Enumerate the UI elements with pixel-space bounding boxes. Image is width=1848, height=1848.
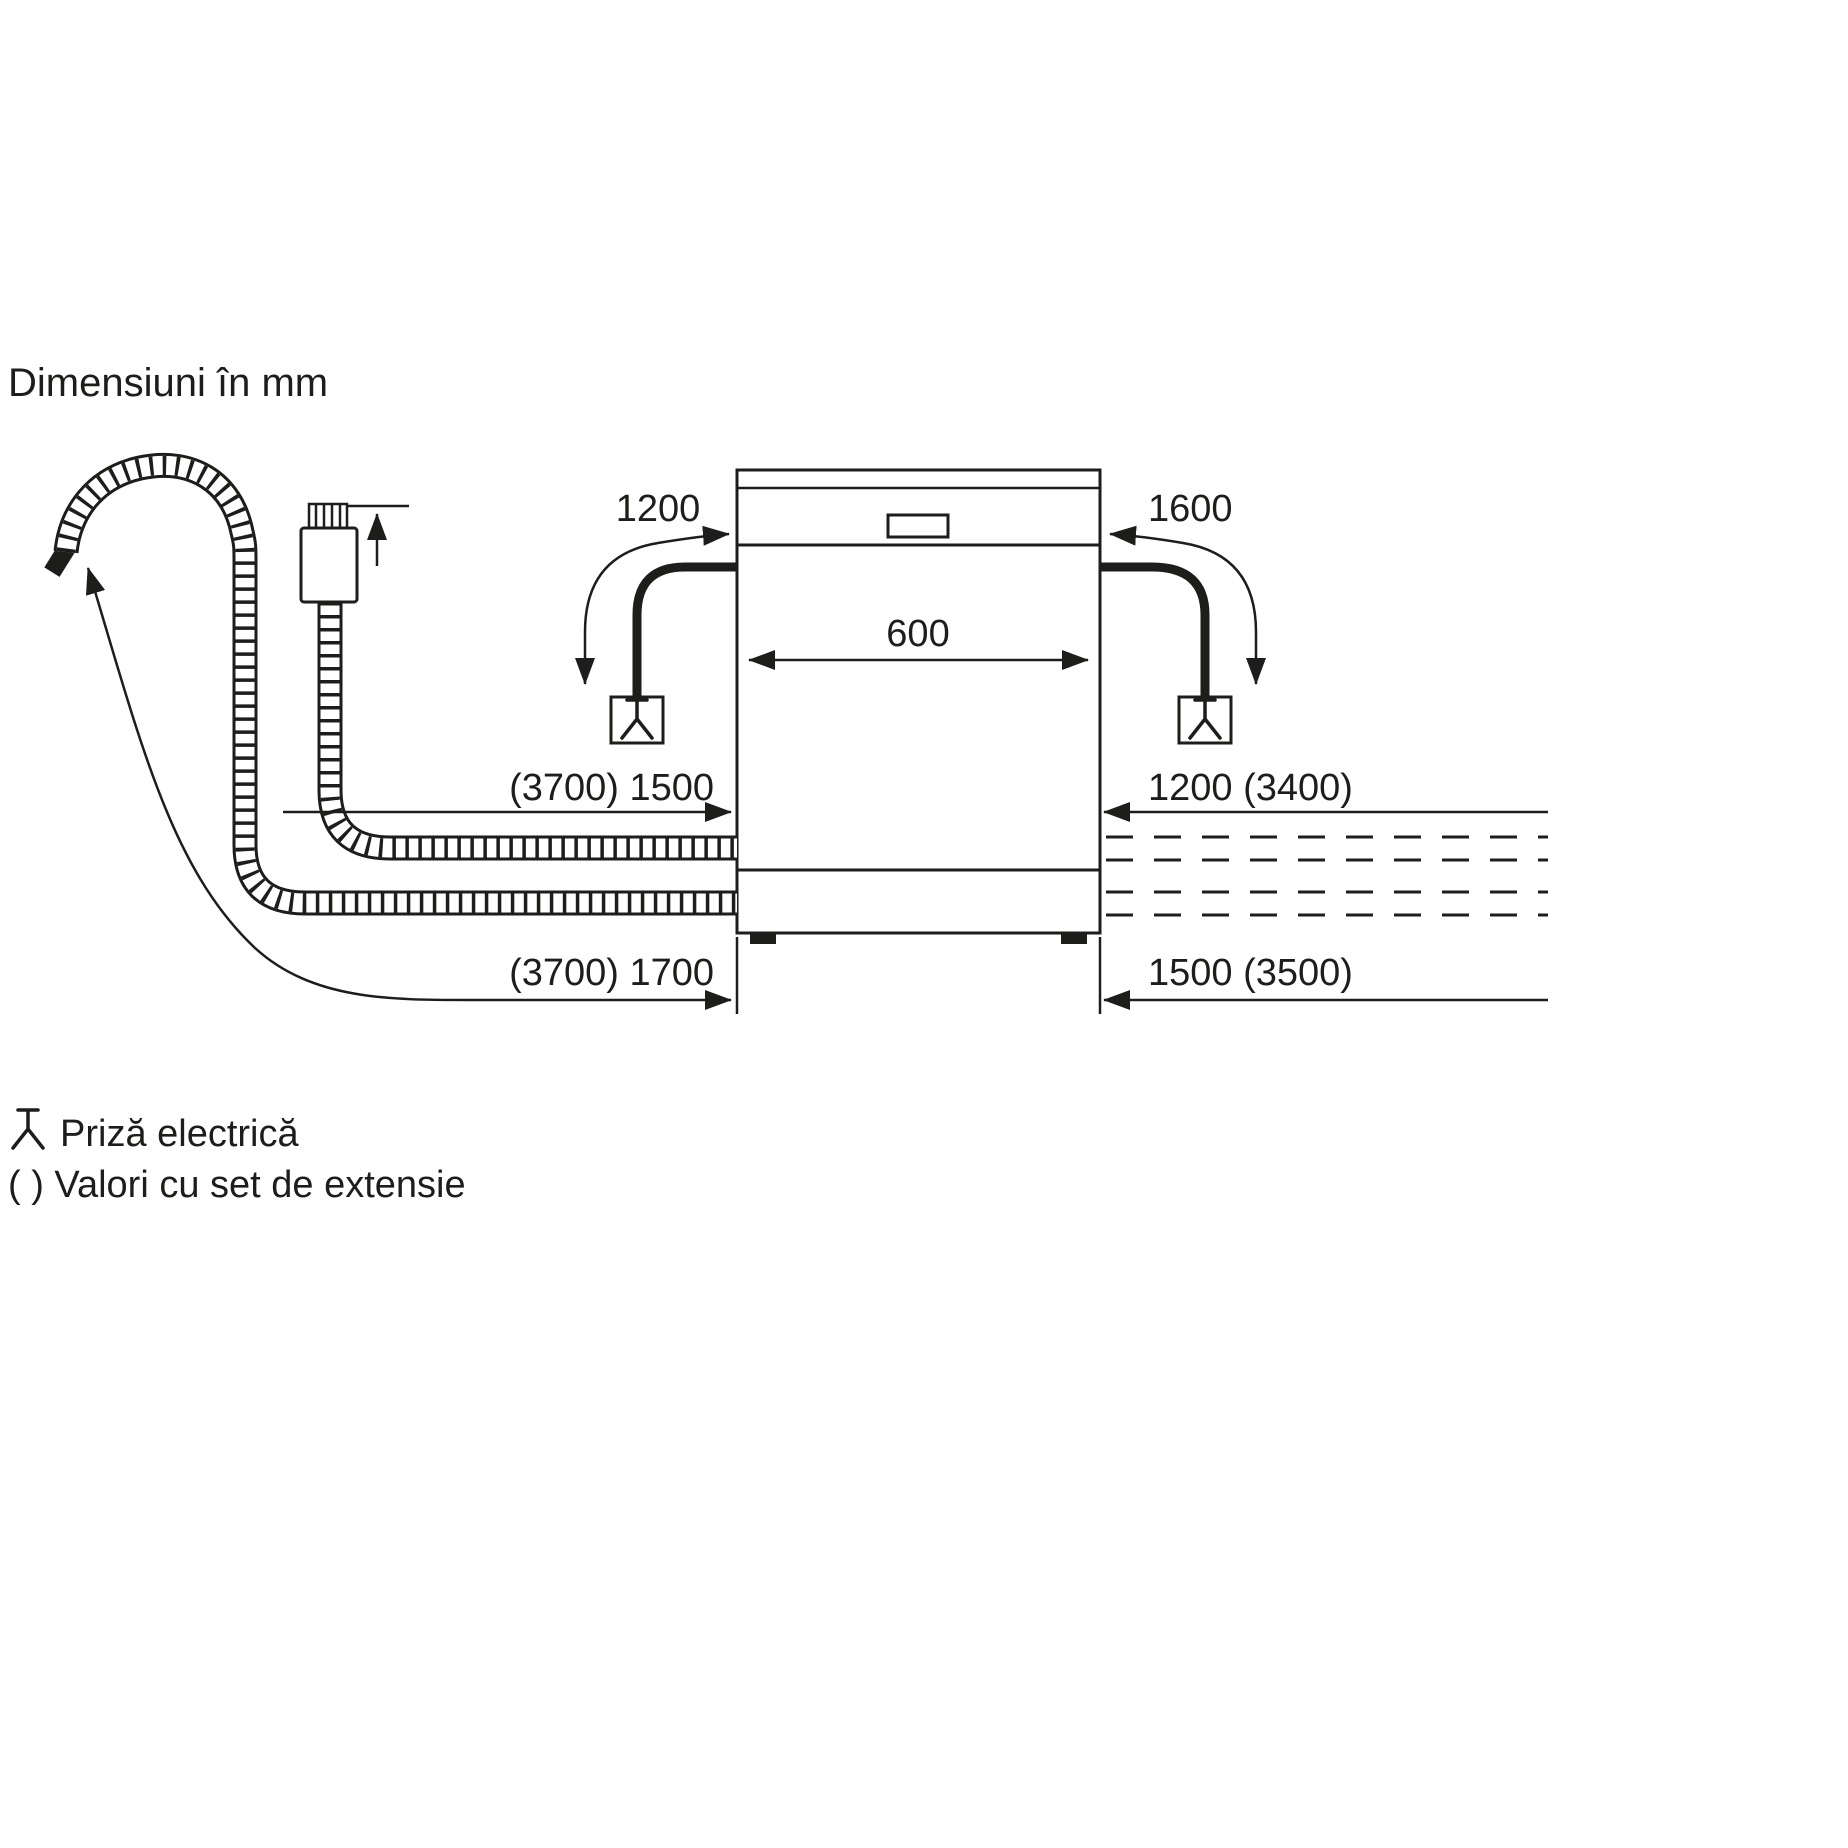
width-label: 600	[886, 613, 949, 655]
drain-hose-dimension: (3700) 1700	[85, 567, 732, 1010]
cable-arc-left	[575, 525, 730, 685]
machine-foot-right	[1061, 933, 1087, 944]
drain-hose-label: (3700) 1700	[509, 952, 714, 994]
cable-arc-right	[1109, 525, 1266, 685]
legend-extension-label: ( ) Valori cu set de extensie	[8, 1164, 466, 1206]
water-tap	[299, 502, 409, 604]
cable-dimension-right: 1600	[1109, 488, 1266, 685]
right-lower-label: 1500 (3500)	[1148, 952, 1353, 994]
supply-hose-label: (3700) 1500	[509, 767, 714, 809]
page-title: Dimensiuni în mm	[8, 361, 328, 405]
right-upper-label: 1200 (3400)	[1148, 767, 1353, 809]
cable-left-label: 1200	[616, 488, 701, 530]
door-handle	[886, 513, 950, 539]
legend-outlet-label: Priză electrică	[60, 1113, 299, 1155]
legend: Priză electrică ( ) Valori cu set de ext…	[8, 1108, 466, 1206]
tap-connector	[307, 502, 349, 530]
hose-extension-dashes	[1106, 835, 1548, 917]
dishwasher	[735, 468, 1102, 944]
outlet-symbol-right	[1177, 695, 1233, 745]
supply-hose-dimension: (3700) 1500	[283, 767, 732, 822]
cable-dimension-left: 1200	[575, 488, 730, 685]
outlet-symbol-left	[609, 695, 665, 745]
cable-right-label: 1600	[1148, 488, 1233, 530]
machine-foot-left	[750, 933, 776, 944]
right-lower-dimension: 1500 (3500)	[1103, 952, 1548, 1010]
power-cable-left	[632, 562, 737, 697]
legend-outlet-icon	[11, 1108, 45, 1150]
drain-dimension-arrow	[85, 567, 732, 1010]
drain-hose	[44, 465, 737, 903]
tap-body	[299, 526, 359, 604]
width-dimension: 600	[748, 613, 1089, 670]
dishwasher-outline	[735, 468, 1102, 935]
power-cable-right	[1100, 562, 1210, 697]
right-upper-dimension: 1200 (3400)	[1103, 767, 1548, 822]
